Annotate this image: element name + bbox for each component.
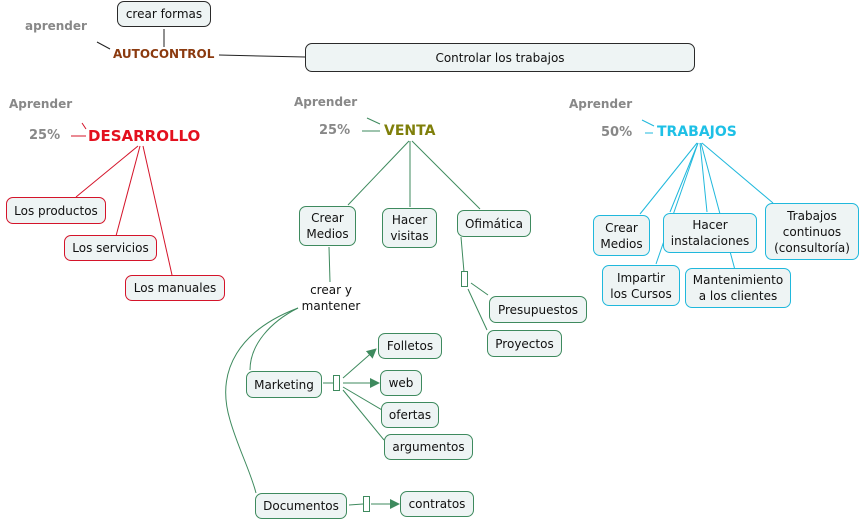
ofimatica-connector — [461, 271, 468, 287]
node-crear-medios[interactable]: Crear Medios — [299, 206, 356, 246]
node-ofimatica[interactable]: Ofimática — [457, 210, 531, 237]
link-desarrollo-manuales — [142, 145, 173, 276]
link-autocontrol-controlar — [218, 54, 306, 58]
link-aprender-autocontrol — [96, 41, 111, 50]
node-crear-formas[interactable]: crear formas — [117, 1, 211, 27]
topic-trabajos[interactable]: TRABAJOS — [657, 124, 737, 140]
node-hacer-instalaciones[interactable]: Hacer instalaciones — [663, 213, 757, 253]
node-presupuestos[interactable]: Presupuestos — [489, 296, 587, 323]
node-los-manuales[interactable]: Los manuales — [125, 275, 225, 301]
node-controlar-trabajos[interactable]: Controlar los trabajos — [305, 43, 695, 72]
link-venta-crear-medios — [347, 140, 410, 206]
trabajos-aprender-label: Aprender — [569, 97, 633, 111]
node-marketing[interactable]: Marketing — [246, 371, 322, 398]
node-los-productos[interactable]: Los productos — [6, 197, 106, 224]
venta-aprender-label: Aprender — [294, 95, 358, 109]
node-mantenimiento-clientes[interactable]: Mantenimiento a los clientes — [685, 268, 791, 308]
marketing-connector — [333, 375, 340, 391]
node-argumentos[interactable]: argumentos — [384, 434, 473, 460]
node-ofertas[interactable]: ofertas — [381, 402, 439, 428]
documentos-connector — [363, 496, 370, 512]
topic-venta[interactable]: VENTA — [384, 123, 436, 139]
topic-desarrollo[interactable]: DESARROLLO — [88, 127, 201, 145]
node-documentos[interactable]: Documentos — [255, 493, 347, 519]
node-proyectos[interactable]: Proyectos — [487, 330, 562, 357]
node-contratos[interactable]: contratos — [400, 491, 474, 517]
node-impartir-cursos[interactable]: Impartir los Cursos — [602, 265, 680, 306]
link-label-crear-mantener: crear y mantener — [301, 283, 361, 313]
topic-autocontrol[interactable]: AUTOCONTROL — [113, 47, 215, 61]
node-folletos[interactable]: Folletos — [378, 333, 442, 359]
link-venta-ofimatica — [411, 140, 481, 210]
node-trabajos-continuos[interactable]: Trabajos continuos (consultoría) — [765, 203, 859, 260]
link-crear-mantener-marketing — [249, 307, 299, 371]
node-crear-medios-trabajos[interactable]: Crear Medios — [593, 215, 650, 256]
trabajos-percent: 50% — [601, 125, 633, 140]
node-web[interactable]: web — [380, 370, 422, 396]
desarrollo-percent: 25% — [29, 128, 61, 143]
node-los-servicios[interactable]: Los servicios — [64, 235, 157, 261]
link-desarrollo-servicios — [115, 145, 141, 237]
link-desarrollo-productos — [75, 145, 139, 198]
node-hacer-visitas[interactable]: Hacer visitas — [382, 208, 437, 248]
desarrollo-aprender-label: Aprender — [9, 97, 73, 111]
link-crear-mantener-documentos — [225, 307, 299, 494]
venta-percent: 25% — [319, 123, 351, 138]
autocontrol-aprender-label: aprender — [25, 19, 87, 33]
